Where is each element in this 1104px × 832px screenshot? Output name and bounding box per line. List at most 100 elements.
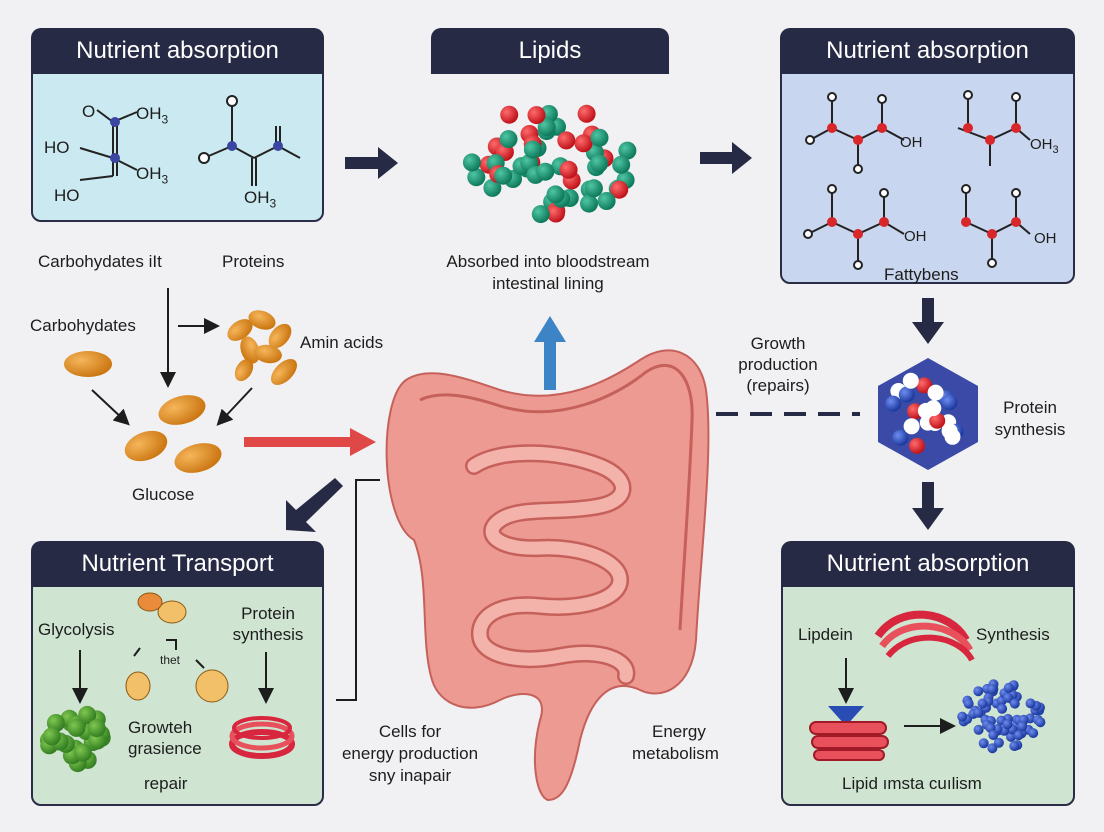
- label-energy-line1: Energy: [652, 722, 706, 741]
- panel-top-center-title: Lipids: [431, 28, 669, 74]
- label-growth-line1: Growth: [750, 334, 806, 353]
- arrow-down-icon: [912, 482, 944, 530]
- lipid-molecule: [590, 154, 609, 173]
- label-cells-line3: sny inapair: [368, 766, 452, 785]
- arrow-down-left-icon: [286, 478, 343, 532]
- lipid-molecule: [557, 131, 576, 150]
- lipid-molecule: [618, 141, 637, 160]
- atom-label: HO: [54, 186, 80, 205]
- lipid-molecule: [537, 118, 556, 137]
- blue-particle: [978, 738, 989, 749]
- blue-particle: [1003, 682, 1014, 693]
- arrow-right-icon: [700, 142, 752, 174]
- protein-particle: [885, 395, 902, 412]
- protein-particle: [941, 394, 958, 411]
- label-bl-protein-line2: synthesis: [232, 625, 304, 644]
- blue-particle-cluster-icon: [957, 679, 1046, 754]
- blue-particle: [977, 698, 988, 709]
- amino-acid-cluster-icon: [227, 310, 297, 385]
- atom-label: OH3: [136, 164, 169, 187]
- label-repair: repair: [144, 774, 188, 793]
- protein-particle: [892, 429, 909, 446]
- label-growteh-line1: Growteh: [128, 718, 193, 737]
- arrow-up-blue-icon: [534, 316, 566, 390]
- arrow-right-icon: [345, 147, 398, 179]
- blue-particle: [1009, 698, 1020, 709]
- blue-particle: [1028, 728, 1039, 739]
- lipid-molecule: [467, 168, 486, 187]
- label-lipid-culism: Lipid ımsta cuılism: [842, 774, 982, 793]
- green-cell: [73, 743, 92, 762]
- atom-label: OH: [900, 134, 923, 151]
- green-cell-cluster-icon: [39, 705, 111, 773]
- panel-bottom-right-title: Nutrient absorption: [781, 541, 1075, 587]
- lipid-molecule: [500, 105, 519, 124]
- lipid-molecule: [612, 155, 631, 174]
- label-glycolysis: Glycolysis: [38, 620, 115, 639]
- blue-particle: [988, 730, 999, 741]
- atom-label: OH: [1034, 230, 1057, 247]
- lipid-molecule: [590, 128, 609, 147]
- label-amino-acids: Amin acids: [300, 333, 384, 352]
- label-cells-line2: energy production: [341, 744, 479, 763]
- blue-particle: [1002, 719, 1013, 730]
- arrow-right-red-icon: [244, 428, 376, 456]
- fatty-acid-molecule-icon: [805, 92, 905, 174]
- connector-bracket: [336, 479, 380, 701]
- arrow-down-icon: [912, 298, 944, 344]
- protein-particle: [917, 402, 934, 419]
- lipid-molecule: [536, 162, 555, 181]
- label-glucose: Glucose: [132, 485, 195, 504]
- atom-label: HO: [44, 138, 70, 157]
- blue-particle: [1017, 721, 1028, 732]
- cycle-arrows: [133, 639, 205, 669]
- protein-particle: [903, 418, 920, 435]
- molecule-icon: [79, 109, 138, 181]
- lipid-molecule: [574, 134, 593, 153]
- label-growteh-line2: grasience: [128, 739, 202, 758]
- blue-particle: [1025, 698, 1036, 709]
- lipid-molecule: [577, 104, 596, 123]
- atom-label: OH3: [136, 104, 169, 127]
- atom-label: O: [82, 102, 96, 121]
- blue-particle: [1003, 692, 1014, 703]
- blue-particle: [1006, 731, 1016, 742]
- protein-particle: [909, 437, 925, 454]
- lipid-molecule: [584, 179, 603, 198]
- blue-particle: [987, 743, 998, 754]
- label-growth-line2: production: [738, 355, 818, 374]
- glucose-icon: [158, 395, 206, 425]
- lipid-molecule: [523, 140, 542, 159]
- lipid-molecule: [499, 130, 518, 149]
- panel-bottom-right: [781, 567, 1075, 806]
- panel-top-right: [780, 50, 1075, 284]
- label-absorbed-line2: intestinal lining: [492, 274, 604, 293]
- atom-label: OH3: [244, 188, 277, 211]
- lipid-cluster-icon: [462, 104, 637, 224]
- panel-bottom-left-title: Nutrient Transport: [31, 541, 324, 587]
- lipid-molecule: [462, 153, 481, 172]
- blue-particle: [1013, 730, 1024, 741]
- label-energy-line2: metabolism: [632, 744, 719, 763]
- molecule-icon: [198, 95, 301, 186]
- label-cells-line1: Cells for: [378, 722, 442, 741]
- blue-particle: [973, 707, 984, 718]
- fatty-acid-molecule-icon: [803, 184, 905, 270]
- green-cell: [87, 719, 106, 738]
- lipid-molecule: [597, 192, 616, 210]
- protein-particle: [944, 428, 961, 445]
- panel-top-right-title: Nutrient absorption: [780, 28, 1075, 74]
- green-cell: [78, 705, 97, 724]
- label-synthesis: Synthesis: [976, 625, 1050, 644]
- lipid-strand-icon: [809, 721, 889, 761]
- glucose-icon: [124, 430, 168, 462]
- label-thet: thet: [160, 653, 181, 667]
- lipid-molecule: [559, 160, 578, 179]
- lipid-molecule: [580, 194, 598, 213]
- green-cell: [42, 727, 61, 746]
- label-growth-line3: (repairs): [746, 376, 810, 395]
- glucose-molecule-icon: [125, 592, 229, 703]
- fatty-acid-molecule-icon: [957, 90, 1031, 166]
- blue-particle: [987, 684, 998, 695]
